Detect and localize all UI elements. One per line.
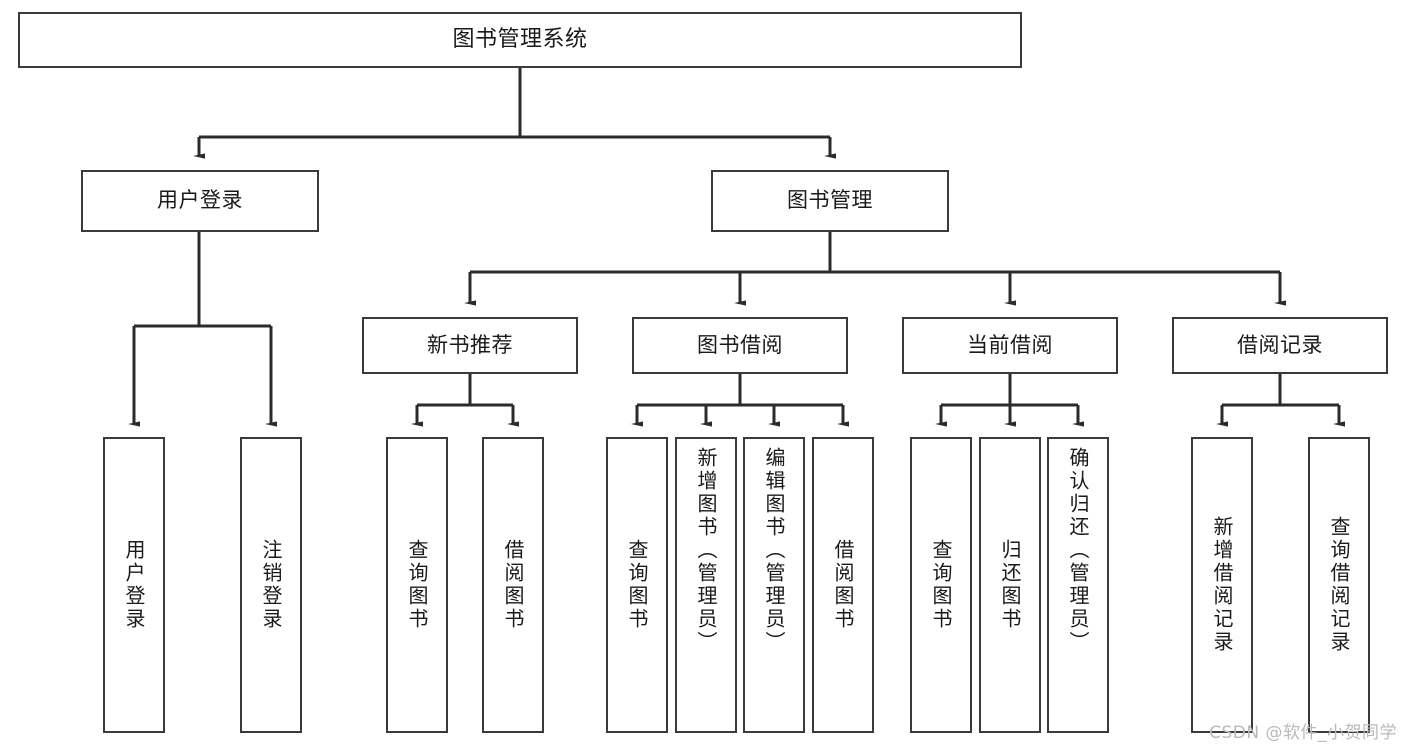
node-book-management-label: 图书管理 [787, 188, 873, 213]
leaf-query-book-1-label: 查询图书 [405, 539, 429, 631]
csdn-watermark: CSDN @软件_小贺同学 [1209, 723, 1397, 743]
leaf-query-book-2[interactable]: 查询图书 [606, 437, 668, 733]
leaf-confirm-return[interactable]: 确认归还（管理员） [1047, 437, 1109, 733]
node-root[interactable]: 图书管理系统 [18, 12, 1022, 68]
leaf-borrow-book-1-label: 借阅图书 [501, 539, 525, 631]
node-book-borrow-label: 图书借阅 [697, 332, 783, 357]
node-book-management[interactable]: 图书管理 [711, 170, 949, 232]
leaf-query-record-label: 查询借阅记录 [1327, 516, 1351, 654]
leaf-borrow-book-2[interactable]: 借阅图书 [812, 437, 874, 733]
node-new-book-recommend[interactable]: 新书推荐 [362, 317, 578, 374]
leaf-add-book-label: 新增图书（管理员） [694, 447, 718, 654]
leaf-edit-book[interactable]: 编辑图书（管理员） [743, 437, 805, 733]
leaf-return-book[interactable]: 归还图书 [979, 437, 1041, 733]
node-user-login[interactable]: 用户登录 [81, 170, 319, 232]
leaf-edit-book-label: 编辑图书（管理员） [762, 447, 786, 654]
leaf-return-book-label: 归还图书 [998, 539, 1022, 631]
leaf-add-record-label: 新增借阅记录 [1210, 516, 1234, 654]
leaf-logout-login[interactable]: 注销登录 [240, 437, 302, 733]
node-root-label: 图书管理系统 [452, 26, 588, 52]
leaf-query-record[interactable]: 查询借阅记录 [1308, 437, 1370, 733]
node-current-borrow-label: 当前借阅 [967, 332, 1053, 357]
node-borrow-record-label: 借阅记录 [1237, 332, 1323, 357]
leaf-user-login[interactable]: 用户登录 [103, 437, 165, 733]
leaf-borrow-book-2-label: 借阅图书 [831, 539, 855, 631]
leaf-logout-login-label: 注销登录 [259, 539, 283, 631]
leaf-query-book-2-label: 查询图书 [625, 539, 649, 631]
leaf-borrow-book-1[interactable]: 借阅图书 [482, 437, 544, 733]
leaf-user-login-label: 用户登录 [122, 539, 146, 631]
leaf-query-book-3-label: 查询图书 [929, 539, 953, 631]
node-new-book-recommend-label: 新书推荐 [427, 332, 513, 357]
node-user-login-label: 用户登录 [157, 188, 243, 213]
leaf-confirm-return-label: 确认归还（管理员） [1066, 447, 1090, 654]
node-current-borrow[interactable]: 当前借阅 [902, 317, 1118, 374]
node-book-borrow[interactable]: 图书借阅 [632, 317, 848, 374]
node-borrow-record[interactable]: 借阅记录 [1172, 317, 1388, 374]
leaf-query-book-3[interactable]: 查询图书 [910, 437, 972, 733]
leaf-add-record[interactable]: 新增借阅记录 [1191, 437, 1253, 733]
leaf-add-book[interactable]: 新增图书（管理员） [675, 437, 737, 733]
leaf-query-book-1[interactable]: 查询图书 [386, 437, 448, 733]
